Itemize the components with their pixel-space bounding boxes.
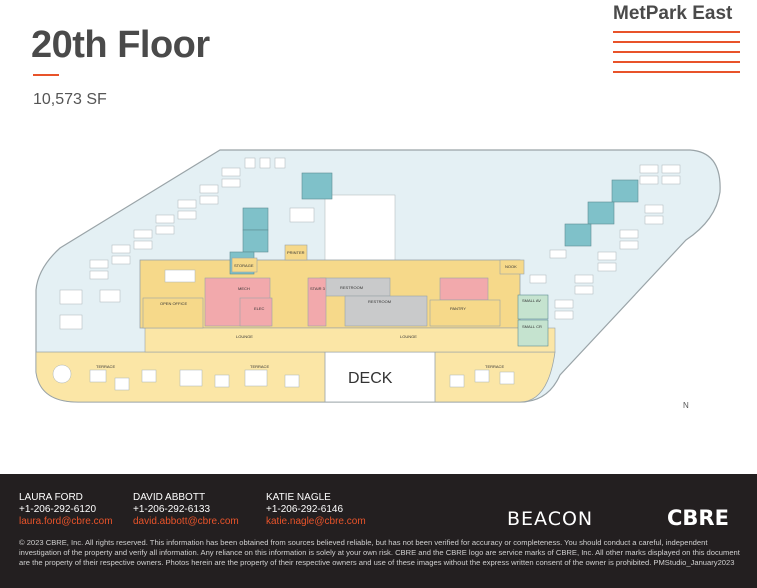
contact-card: KATIE NAGLE +1-206-292-6146 katie.nagle@… (266, 492, 366, 528)
label-terrace-mid: TERRACE (250, 364, 269, 369)
office-2017c (611, 179, 639, 203)
small-av-room (517, 294, 549, 320)
label-terrace-left: TERRACE (96, 364, 115, 369)
label-small-cr: SMALL CR (522, 324, 542, 329)
lounge-strip (144, 327, 556, 353)
open-office (142, 297, 204, 329)
label-open-office: OPEN OFFICE (160, 301, 187, 306)
contact-email-link[interactable]: david.abbott@cbre.com (133, 516, 239, 527)
floor-area: 10,573 SF (33, 91, 107, 108)
beacon-logo: BEACON (507, 508, 594, 530)
label-restroom-mid: RESTROOM (368, 299, 391, 304)
deck-label: DECK (348, 370, 393, 387)
floor-plan-drawing: DECK N OPEN OFFICE LOUNGE LOUNGE TERRACE… (35, 149, 721, 410)
label-lounge-right: LOUNGE (400, 334, 417, 339)
storage-room (231, 257, 258, 273)
floor-plan: DECK N OPEN OFFICE LOUNGE LOUNGE TERRACE… (0, 140, 757, 420)
footer: LAURA FORD +1-206-292-6120 laura.ford@cb… (0, 474, 757, 588)
label-restroom-top: RESTROOM (340, 285, 363, 290)
label-stair: STAIR 3 (310, 286, 326, 291)
deck-area (324, 351, 436, 403)
stair-3 (307, 277, 327, 327)
title-underline (33, 74, 59, 76)
desk-cluster-left (59, 157, 315, 330)
property-brand: MetPark East (613, 3, 733, 24)
label-printer: PRINTER (287, 250, 305, 255)
contact-email-link[interactable]: katie.nagle@cbre.com (266, 516, 366, 527)
desk-cluster-right (529, 164, 681, 320)
terrace-furniture (52, 364, 515, 391)
elec-room (239, 297, 273, 327)
office-2017a (564, 223, 592, 247)
contact-name: KATIE NAGLE (266, 492, 331, 503)
nook-room (499, 259, 525, 275)
contact-name: DAVID ABBOTT (133, 492, 206, 503)
north-arrow: N (683, 401, 689, 410)
pantry-counter (429, 299, 501, 327)
contact-card: LAURA FORD +1-206-292-6120 laura.ford@cb… (19, 492, 113, 528)
label-pantry: PANTRY (450, 306, 466, 311)
label-terrace-right: TERRACE (485, 364, 504, 369)
brand-stripes (613, 31, 740, 81)
contact-phone[interactable]: +1-206-292-6120 (19, 504, 97, 515)
label-mech: MECH (238, 286, 250, 291)
contact-card: DAVID ABBOTT +1-206-292-6133 david.abbot… (133, 492, 239, 528)
legal-disclaimer: © 2023 CBRE, Inc. All rights reserved. T… (19, 538, 740, 567)
office-2016b (242, 207, 269, 231)
label-elec: ELEC (254, 306, 265, 311)
label-storage: STORAGE (234, 263, 254, 268)
contact-phone[interactable]: +1-206-292-6146 (266, 504, 344, 515)
office-2016c (242, 229, 269, 253)
small-cr-room (517, 319, 549, 347)
label-nook: NOOK (505, 264, 517, 269)
contact-name: LAURA FORD (19, 492, 83, 503)
label-small-av: SMALL AV (522, 298, 541, 303)
office-2018a (301, 172, 333, 200)
atrium-void (324, 194, 396, 266)
label-lounge-left: LOUNGE (236, 334, 253, 339)
restroom-mid (344, 295, 428, 327)
office-2017b (587, 201, 615, 225)
cbre-logo: CBRE (667, 506, 729, 530)
page-title: 20th Floor (31, 24, 210, 66)
contact-email-link[interactable]: laura.ford@cbre.com (19, 516, 113, 527)
contact-phone[interactable]: +1-206-292-6133 (133, 504, 211, 515)
pantry-room (439, 277, 489, 301)
printer-room (284, 244, 308, 261)
